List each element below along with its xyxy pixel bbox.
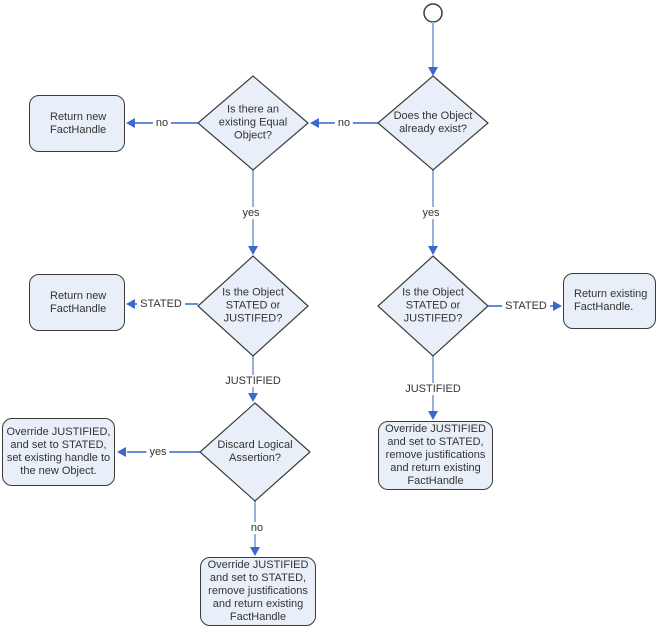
decision-stated-or-justified-left bbox=[197, 255, 309, 357]
arrowhead-down-override-bottom bbox=[250, 547, 260, 556]
arrowhead-left-override-left bbox=[117, 447, 126, 457]
edge-label-justified-left: JUSTIFIED bbox=[222, 375, 284, 387]
edge-label-yes-right: yes bbox=[419, 207, 443, 219]
start-node bbox=[423, 3, 443, 23]
edge-label-no-exists: no bbox=[334, 117, 354, 129]
arrowhead-down-override-right bbox=[428, 411, 438, 420]
process-override-justified-left: Override JUSTIFIED,and set to STATED,set… bbox=[2, 418, 115, 486]
decision-stated-or-justified-right bbox=[377, 255, 489, 357]
edge-label-yes-discard: yes bbox=[146, 446, 170, 458]
arrowhead-left-equal bbox=[310, 118, 319, 128]
arrowhead-right-returnexisting bbox=[553, 301, 562, 311]
arrowhead-down-discard bbox=[248, 393, 258, 402]
process-override-justified-left-label: Override JUSTIFIED,and set to STATED,set… bbox=[6, 426, 111, 477]
decision-discard-logical-assertion bbox=[199, 402, 311, 502]
edge-label-justified-right: JUSTIFIED bbox=[402, 383, 464, 395]
decision-existing-equal-object bbox=[197, 75, 309, 171]
decision-object-already-exists bbox=[377, 75, 489, 171]
edge-label-stated-right: STATED bbox=[502, 300, 550, 312]
arrowhead-left-returnnew-top bbox=[126, 118, 135, 128]
edge-label-stated-left: STATED bbox=[137, 298, 185, 310]
edge-label-yes-left: yes bbox=[239, 207, 263, 219]
arrowhead-left-returnnew-mid bbox=[126, 299, 135, 309]
arrowhead-down-exists bbox=[428, 67, 438, 76]
arrowhead-down-statedright bbox=[428, 246, 438, 255]
arrowhead-down-statedleft bbox=[248, 246, 258, 255]
edge-label-no-discard: no bbox=[247, 522, 267, 534]
edge-label-no-equal: no bbox=[152, 117, 172, 129]
